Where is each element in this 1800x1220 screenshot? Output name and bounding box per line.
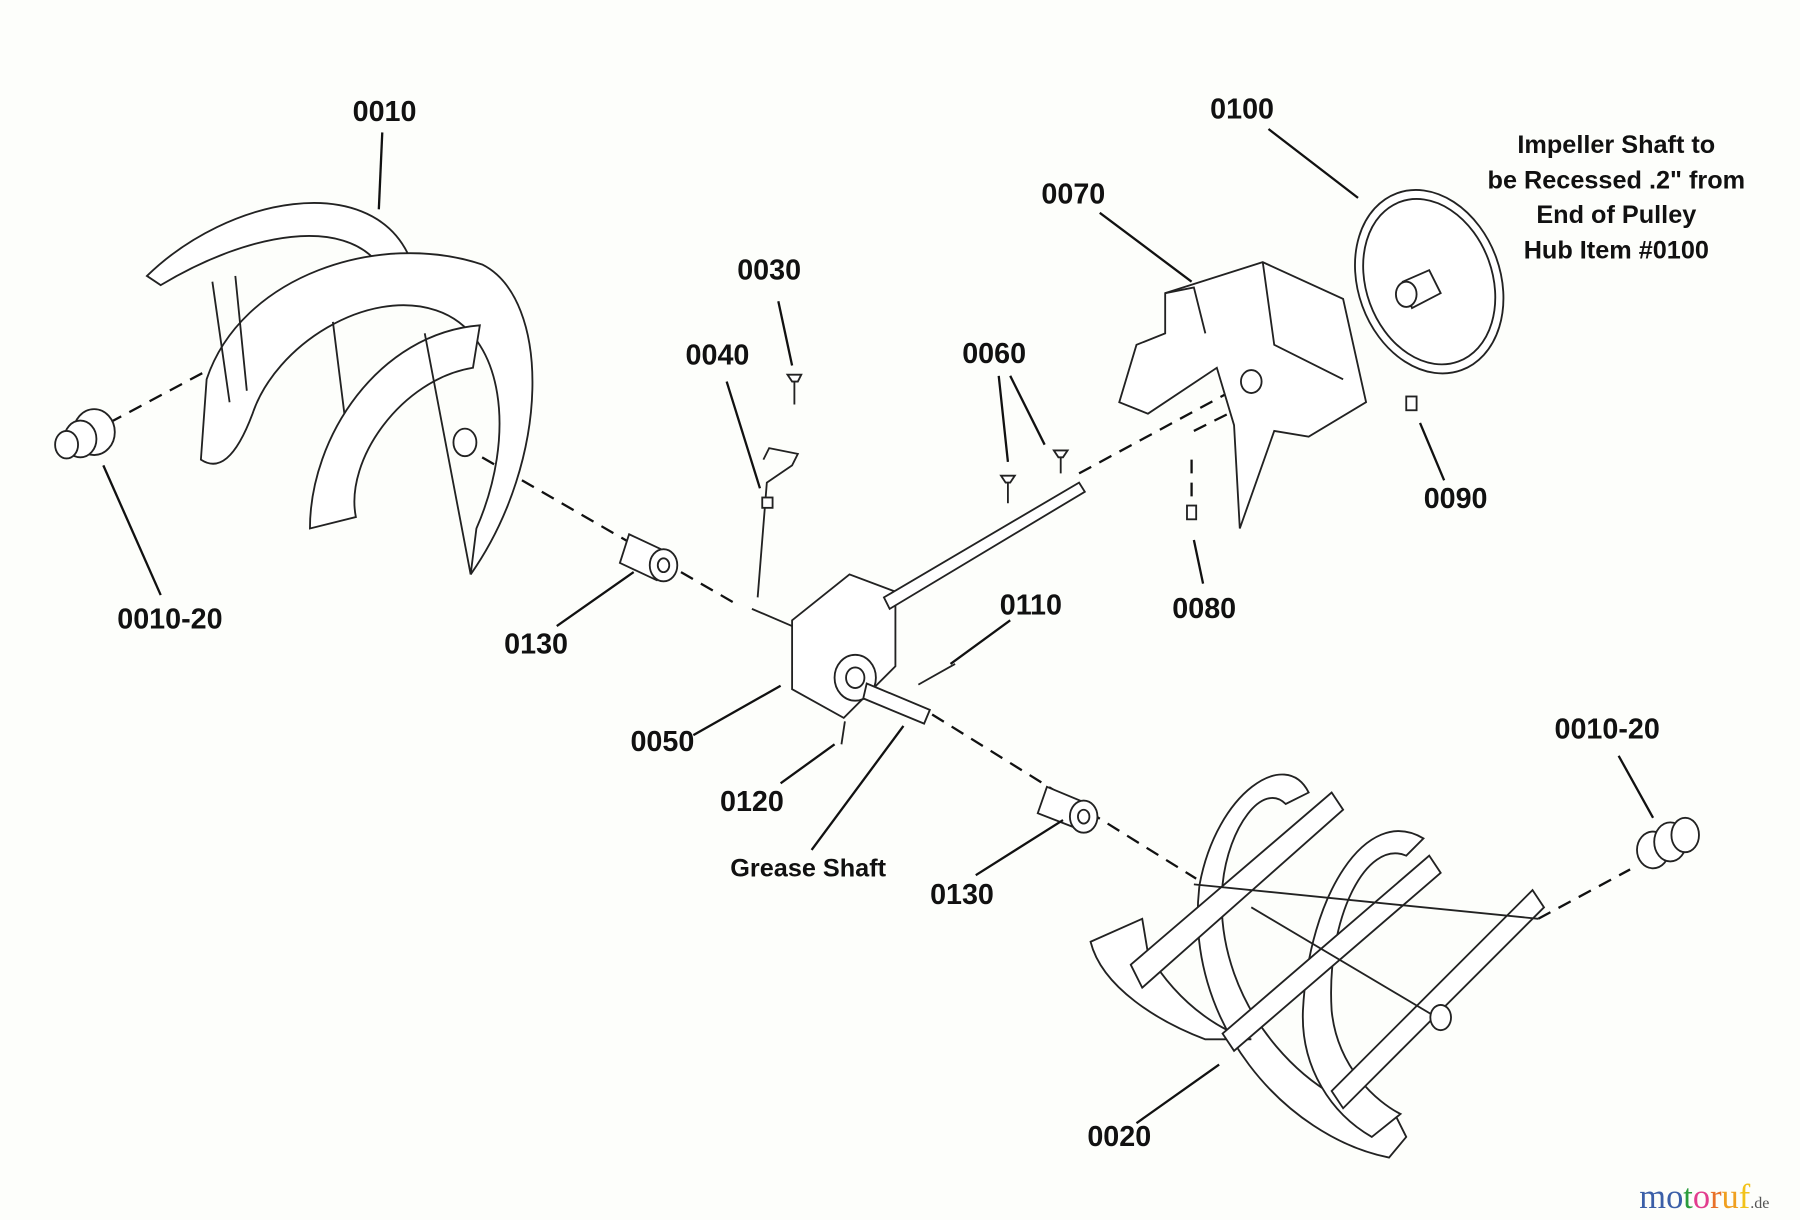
wm-suffix: .de — [1750, 1195, 1769, 1212]
wm-letter: o — [1666, 1178, 1683, 1216]
label-0060: 0060 — [962, 338, 1026, 370]
label-0040: 0040 — [686, 339, 750, 371]
hardware — [761, 373, 1418, 745]
label-0010-20-right: 0010-20 — [1555, 714, 1660, 746]
label-0110: 0110 — [1000, 590, 1062, 622]
pulley — [1354, 189, 1505, 375]
impeller-housing — [1118, 261, 1368, 529]
label-0070: 0070 — [1041, 179, 1105, 211]
label-0100: 0100 — [1210, 94, 1274, 126]
note-line: be Recessed .2" from — [1488, 167, 1746, 195]
axis-lines — [108, 357, 1631, 920]
wm-letter: t — [1683, 1178, 1693, 1216]
gearbox — [751, 447, 1087, 725]
note-line: Impeller Shaft to — [1517, 131, 1715, 159]
label-0010: 0010 — [353, 96, 417, 128]
wm-letter: r — [1710, 1178, 1722, 1216]
wm-letter: m — [1639, 1178, 1666, 1216]
label-0130-left: 0130 — [504, 629, 568, 661]
label-0120: 0120 — [720, 786, 784, 818]
label-0020: 0020 — [1087, 1121, 1151, 1153]
label-0010-20-left: 0010-20 — [117, 603, 222, 635]
label-0050: 0050 — [630, 726, 694, 758]
end-cap-left — [54, 408, 116, 460]
wm-letter: f — [1739, 1178, 1751, 1216]
leader-lines — [102, 128, 1655, 1125]
label-grease-shaft: Grease Shaft — [730, 854, 886, 882]
note-line: End of Pulley — [1536, 201, 1696, 229]
watermark-logo: motoruf.de — [1639, 1178, 1769, 1216]
wm-letter: u — [1722, 1178, 1739, 1216]
impeller-note: Impeller Shaft to be Recessed .2" from E… — [1488, 131, 1746, 265]
label-0130-right: 0130 — [930, 879, 994, 911]
bushing-right — [1036, 785, 1099, 834]
label-0080: 0080 — [1172, 593, 1236, 625]
auger-right-0020 — [1089, 773, 1546, 1159]
wm-letter: o — [1693, 1178, 1710, 1216]
label-0090: 0090 — [1424, 483, 1488, 515]
bushing-left — [618, 532, 679, 583]
end-cap-right — [1636, 816, 1700, 870]
label-0030: 0030 — [737, 254, 801, 286]
note-line: Hub Item #0100 — [1524, 237, 1709, 265]
auger-left-0010 — [145, 202, 534, 575]
